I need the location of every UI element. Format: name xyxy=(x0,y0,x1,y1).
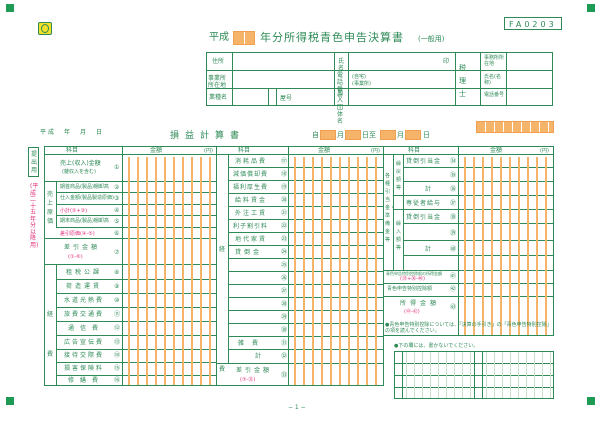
agent-office-label: 事務所所在地 xyxy=(484,55,505,67)
left-item-6: 差引原価(④-⑤) xyxy=(60,231,95,237)
page-number: − 1 − xyxy=(288,404,306,411)
address-label: 住所 xyxy=(212,58,225,65)
pl-period-day: 日 xyxy=(423,131,430,139)
office-use-cells-a xyxy=(406,352,472,398)
left-item-4: 小計(②+③) xyxy=(60,208,88,214)
office-use-cells-b xyxy=(486,352,552,398)
left-item-3: 仕入金額(製品製造原価) xyxy=(60,195,114,201)
pl-period-to: 日至 xyxy=(362,131,376,139)
left-group-sales: 売上原価 xyxy=(47,191,54,225)
period-to-month[interactable] xyxy=(380,130,396,140)
name-label: 氏名 xyxy=(338,58,345,72)
agent-phone-label: 電話番号 xyxy=(484,92,505,98)
left-group-exp: 経費 xyxy=(47,311,54,358)
member-label: 加入団体名 xyxy=(337,90,344,125)
mid-group-exp: 経費 xyxy=(219,246,226,373)
right-group1b: 繰入額等 xyxy=(396,221,402,251)
note-special-deduction: ●青色申告特別控除については、「決算の手引き」の「青色申告特別控除」の項を読んで… xyxy=(385,322,552,334)
pl-period-month1: 月 xyxy=(337,131,344,139)
reference-number-boxes[interactable] xyxy=(476,121,554,133)
phone-office: (事業所) xyxy=(352,81,371,87)
col-unit-right: (円) xyxy=(540,148,549,154)
ocr-logo-icon xyxy=(38,22,52,35)
corner-mark-bl xyxy=(6,397,14,405)
pl-title: 損益計算書 xyxy=(170,131,246,141)
col-item-mid: 科目 xyxy=(238,147,251,154)
name-field[interactable] xyxy=(349,53,454,69)
col-item-right: 科目 xyxy=(408,147,421,154)
year-input[interactable] xyxy=(233,31,255,45)
right-group1: 各種引当金・準備金等 xyxy=(385,173,396,243)
left-item-2: 期首商品(製品)棚卸高 xyxy=(60,184,109,190)
address-field[interactable] xyxy=(233,53,333,69)
col-unit-mid: (円) xyxy=(371,148,380,154)
form-code: FA0203 xyxy=(509,20,557,29)
side-note: (平成二十五年分以降用) xyxy=(30,183,39,249)
col-amount-right: 金額 xyxy=(490,147,503,154)
pl-period-month2: 月 xyxy=(397,131,404,139)
right-amount-cells[interactable] xyxy=(464,157,550,335)
title-prefix: 平成 xyxy=(209,32,229,43)
left-amount-cells[interactable] xyxy=(128,157,214,385)
period-from-month[interactable] xyxy=(320,130,336,140)
col-amount-mid: 金額 xyxy=(318,147,331,154)
title-suffix: (一般用) xyxy=(418,35,445,43)
period-to-day[interactable] xyxy=(405,130,421,140)
col-unit-left: (円) xyxy=(204,148,213,154)
page-title: 年分所得税青色申告決算書 xyxy=(260,31,404,44)
corner-mark-tl xyxy=(6,4,14,12)
form-code-box: FA0203 xyxy=(504,17,562,30)
mid-amount-cells[interactable] xyxy=(294,157,380,385)
header-table xyxy=(206,52,553,106)
pl-period-from: 自 xyxy=(312,131,319,139)
agent-name-label: 氏名(名称) xyxy=(484,74,501,86)
right-table xyxy=(383,146,554,336)
left-item-7: 差引金額 xyxy=(64,244,101,251)
corner-mark-br xyxy=(587,397,595,405)
col-item-left: 科目 xyxy=(66,147,79,154)
date-line: 平成 年 月 日 xyxy=(40,129,105,136)
period-from-day[interactable] xyxy=(345,130,361,140)
office-label: 事業所所在地 xyxy=(208,75,227,89)
phone-home: (自宅) xyxy=(352,74,366,80)
right-group1a: 繰戻額等 xyxy=(396,161,402,191)
submission-label: 提出用 xyxy=(28,147,39,177)
left-item-5: 期末商品(製品)棚卸高 xyxy=(60,218,109,224)
shop-label: 屋号 xyxy=(280,95,293,102)
seal-mark: 印 xyxy=(443,58,450,65)
note-do-not-write: ●下の欄には、書かないでください。 xyxy=(394,343,479,349)
business-label: 業種名 xyxy=(209,94,228,101)
corner-mark-tr xyxy=(587,4,595,12)
col-amount-left: 金額 xyxy=(150,147,163,154)
tax-agent-label: 税理士 xyxy=(459,64,466,98)
phone-label: 電話番号 xyxy=(337,72,344,100)
